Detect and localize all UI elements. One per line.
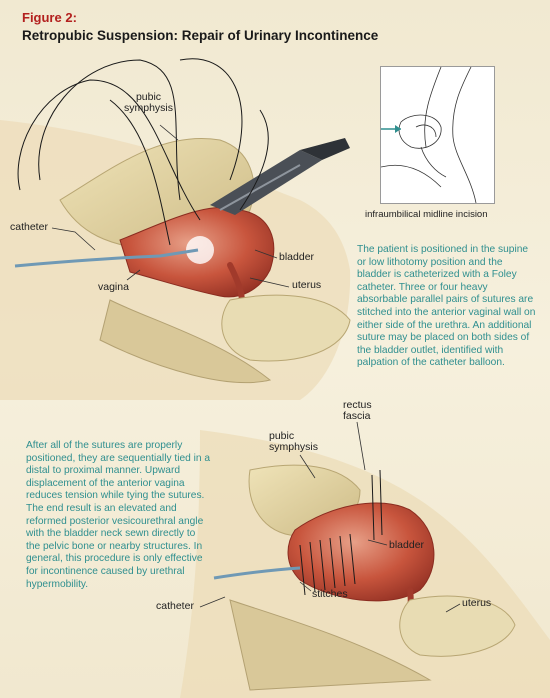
- figure-title: Retropubic Suspension: Repair of Urinary…: [22, 28, 379, 43]
- top-illustration: [0, 58, 351, 400]
- catheter-bottom: [213, 566, 301, 580]
- inset-caption: infraumbilical midline incision: [365, 209, 488, 220]
- label-bladder-bottom: bladder: [389, 539, 425, 551]
- leader-lines: [51, 124, 461, 613]
- description-top: The patient is positioned in the supine …: [357, 244, 536, 369]
- label-uterus-bottom: uterus: [462, 597, 492, 609]
- stitches-bottom: [299, 469, 383, 596]
- description-bottom: After all of the sutures are properly po…: [26, 440, 211, 590]
- inset-illustration: [377, 66, 477, 204]
- label-bladder-top: bladder: [279, 251, 315, 263]
- bladder-bottom: [287, 502, 435, 602]
- suture-lines-top: [17, 58, 269, 246]
- uterus-top: [221, 294, 351, 362]
- label-rectus-fascia: rectus fascia: [343, 399, 372, 422]
- uterus-bottom: [399, 595, 516, 657]
- label-catheter-top: catheter: [10, 221, 48, 233]
- label-vagina: vagina: [98, 281, 129, 293]
- catheter-balloon-top: [186, 236, 214, 264]
- catheter-top: [14, 248, 199, 268]
- inset-figure: [377, 66, 495, 204]
- label-stitches: stitches: [312, 588, 348, 600]
- label-pubic-symphysis-top: pubic symphysis: [124, 91, 174, 114]
- label-catheter-bottom: catheter: [156, 600, 194, 612]
- figure-label: Figure 2:: [22, 10, 77, 25]
- label-uterus-top: uterus: [292, 279, 322, 291]
- label-pubic-symphysis-bottom: pubic symphysis: [269, 430, 319, 453]
- bottom-illustration: [180, 430, 550, 698]
